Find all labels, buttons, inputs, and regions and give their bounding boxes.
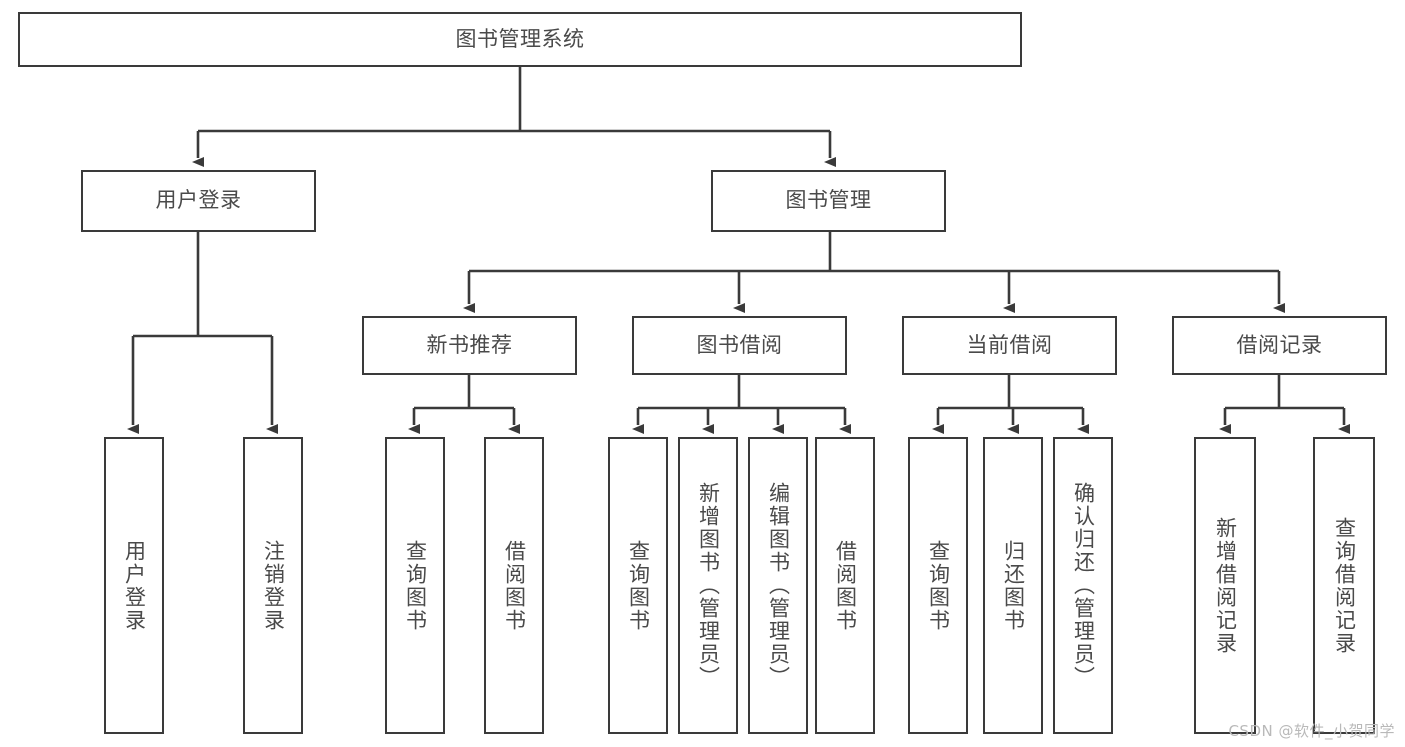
- leaf-record-add-record-label: 新增借阅记录: [1213, 516, 1238, 655]
- leaf-borrow-add-book-label: 新增图书（管理员）: [696, 482, 721, 689]
- node-borrow-record[interactable]: 借阅记录: [1172, 316, 1387, 375]
- leaf-borrow-add-book[interactable]: 新增图书（管理员）: [678, 437, 738, 734]
- leaf-borrow-query-book-label: 查询图书: [626, 539, 651, 632]
- leaf-newbook-borrow-book-label: 借阅图书: [502, 539, 527, 632]
- node-new-book-recommend[interactable]: 新书推荐: [362, 316, 577, 375]
- node-user-login-label: 用户登录: [155, 188, 242, 213]
- leaf-record-add-record[interactable]: 新增借阅记录: [1194, 437, 1256, 734]
- leaf-current-query-book[interactable]: 查询图书: [908, 437, 968, 734]
- leaf-current-query-book-label: 查询图书: [926, 539, 951, 632]
- leaf-logout[interactable]: 注销登录: [243, 437, 303, 734]
- leaf-current-return-book-label: 归还图书: [1001, 539, 1026, 632]
- leaf-user-login-label: 用户登录: [122, 539, 147, 632]
- node-user-login[interactable]: 用户登录: [81, 170, 316, 232]
- node-borrow-record-label: 借阅记录: [1236, 332, 1323, 357]
- leaf-record-query-record-label: 查询借阅记录: [1332, 516, 1357, 655]
- leaf-current-return-book[interactable]: 归还图书: [983, 437, 1043, 734]
- leaf-current-confirm-return-label: 确认归还（管理员）: [1071, 482, 1096, 689]
- node-book-borrow-label: 图书借阅: [696, 332, 783, 357]
- node-root-label: 图书管理系统: [455, 26, 585, 51]
- node-book-management-label: 图书管理: [785, 188, 872, 213]
- leaf-user-login[interactable]: 用户登录: [104, 437, 164, 734]
- leaf-current-confirm-return[interactable]: 确认归还（管理员）: [1053, 437, 1113, 734]
- node-book-borrow[interactable]: 图书借阅: [632, 316, 847, 375]
- leaf-newbook-borrow-book[interactable]: 借阅图书: [484, 437, 544, 734]
- node-current-borrow-label: 当前借阅: [966, 332, 1053, 357]
- leaf-borrow-query-book[interactable]: 查询图书: [608, 437, 668, 734]
- leaf-borrow-borrow-book-label: 借阅图书: [833, 539, 858, 632]
- node-new-book-recommend-label: 新书推荐: [426, 332, 513, 357]
- node-root[interactable]: 图书管理系统: [18, 12, 1022, 67]
- node-book-management[interactable]: 图书管理: [711, 170, 946, 232]
- leaf-newbook-query-book-label: 查询图书: [403, 539, 428, 632]
- leaf-borrow-borrow-book[interactable]: 借阅图书: [815, 437, 875, 734]
- leaf-logout-label: 注销登录: [261, 539, 286, 632]
- leaf-newbook-query-book[interactable]: 查询图书: [385, 437, 445, 734]
- leaf-borrow-edit-book[interactable]: 编辑图书（管理员）: [748, 437, 808, 734]
- node-current-borrow[interactable]: 当前借阅: [902, 316, 1117, 375]
- leaf-record-query-record[interactable]: 查询借阅记录: [1313, 437, 1375, 734]
- leaf-borrow-edit-book-label: 编辑图书（管理员）: [766, 482, 791, 689]
